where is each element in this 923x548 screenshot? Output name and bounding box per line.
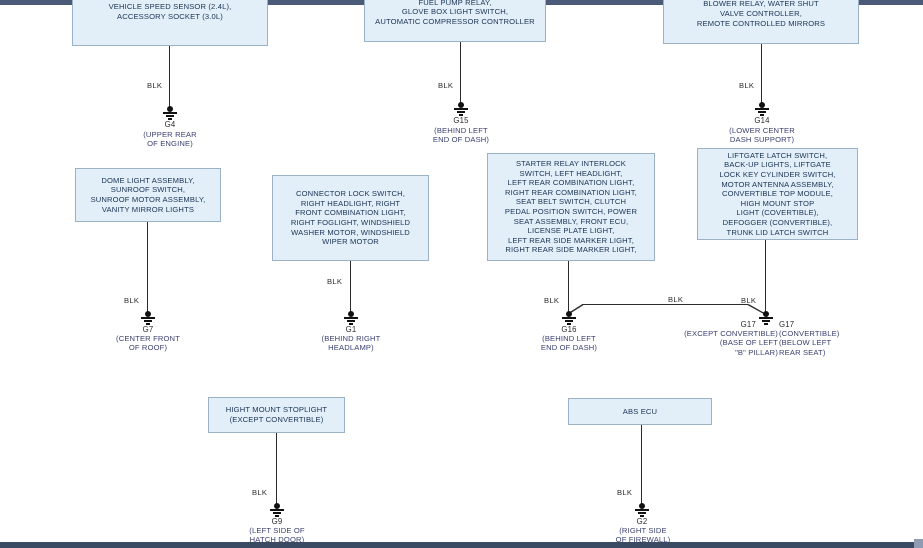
component-box-connector-lock-switch: CONNECTOR LOCK SWITCH, RIGHT HEADLIGHT, … xyxy=(272,175,429,261)
ground-symbol-g15 xyxy=(452,102,470,117)
wire-ecu-to-g14 xyxy=(761,44,763,104)
ground-desc-g17-except-convertible: (EXCEPT CONVERTIBLE) (BASE OF LEFT "B" P… xyxy=(684,329,778,357)
wire-vss-to-g4 xyxy=(169,46,171,108)
wire-stoplight-to-g9 xyxy=(276,433,278,505)
component-box-fuel-pump-relay: FUEL PUMP RELAY, GLOVE BOX LIGHT SWITCH,… xyxy=(364,0,546,42)
ground-symbol-g2 xyxy=(633,503,651,518)
ground-symbol-g16 xyxy=(560,311,578,326)
wire-label-blk-g7: BLK xyxy=(124,296,140,305)
ground-id-g1: G1 xyxy=(345,325,357,334)
wire-liftgate-to-g17 xyxy=(765,240,767,312)
wire-label-blk-g4: BLK xyxy=(147,81,163,90)
component-box-abs-ecu: ABS ECU xyxy=(568,398,712,425)
ground-desc-g14: (LOWER CENTER DASH SUPPORT) xyxy=(729,126,795,145)
wire-label-blk-g16-g17-bus: BLK xyxy=(668,295,684,304)
wire-label-blk-g17: BLK xyxy=(741,296,757,305)
ground-id-g17-convertible: G17 xyxy=(779,320,795,329)
ground-id-g17-except-convertible: G17 xyxy=(740,320,756,329)
ground-id-g15: G15 xyxy=(453,116,469,125)
ground-symbol-g9 xyxy=(268,503,286,518)
wire-label-blk-g15: BLK xyxy=(438,81,454,90)
ground-desc-g1: (BEHIND RIGHT HEADLAMP) xyxy=(321,334,381,353)
ground-id-g2: G2 xyxy=(636,517,648,526)
wire-label-blk-g9: BLK xyxy=(252,488,268,497)
wire-g16-to-g17-bus xyxy=(582,304,748,306)
wire-label-blk-g16: BLK xyxy=(544,296,560,305)
ground-symbol-g17 xyxy=(757,311,775,326)
ground-id-g9: G9 xyxy=(271,517,283,526)
scrollbar-corner[interactable] xyxy=(914,539,923,548)
component-box-high-mount-stoplight: HIGHT MOUNT STOPLIGHT (EXCEPT CONVERTIBL… xyxy=(208,397,345,433)
component-box-vss-accessory: VEHICLE SPEED SENSOR (2.4L), ACCESSORY S… xyxy=(72,0,268,46)
window-bottom-border xyxy=(0,542,923,548)
ground-symbol-g14 xyxy=(753,102,771,117)
ground-symbol-g4 xyxy=(161,106,179,121)
ground-desc-g16: (BEHIND LEFT END OF DASH) xyxy=(540,334,598,353)
ground-id-g7: G7 xyxy=(142,325,154,334)
component-box-ecu-immobilizer: ECU, IMMOBILIZER ECU, BLOWER RELAY, WATE… xyxy=(663,0,859,44)
ground-desc-g4: (UPPER REAR OF ENGINE) xyxy=(143,130,197,149)
component-box-starter-relay-interlock: STARTER RELAY INTERLOCK SWITCH, LEFT HEA… xyxy=(487,153,655,261)
ground-id-g14: G14 xyxy=(754,116,770,125)
wire-fuelpump-to-g15 xyxy=(460,42,462,104)
wire-label-blk-g14: BLK xyxy=(739,81,755,90)
wire-starterrelay-to-g16 xyxy=(568,261,570,314)
ground-symbol-g1 xyxy=(342,311,360,326)
ground-desc-g2: (RIGHT SIDE OF FIREWALL) xyxy=(615,526,671,545)
ground-desc-g17-convertible: (CONVERTIBLE) (BELOW LEFT REAR SEAT) xyxy=(779,329,840,357)
ground-desc-g7: (CENTER FRONT OF ROOF) xyxy=(116,334,180,353)
ground-desc-g9: (LEFT SIDE OF HATCH DOOR) xyxy=(249,526,305,545)
ground-desc-g15: (BEHIND LEFT END OF DASH) xyxy=(432,126,490,145)
wire-absecu-to-g2 xyxy=(641,425,643,505)
wire-connectorlock-to-g1 xyxy=(350,261,352,314)
wire-label-blk-g1: BLK xyxy=(327,277,343,286)
ground-symbol-g7 xyxy=(139,311,157,326)
wire-label-blk-g2: BLK xyxy=(617,488,633,497)
ground-id-g16: G16 xyxy=(561,325,577,334)
component-box-dome-light: DOME LIGHT ASSEMBLY, SUNROOF SWITCH, SUN… xyxy=(75,168,221,222)
wire-domelight-to-g7 xyxy=(147,222,149,312)
component-box-liftgate-latch: LIFTGATE LATCH SWITCH, BACK-UP LIGHTS, L… xyxy=(697,148,858,240)
ground-id-g4: G4 xyxy=(164,120,176,129)
